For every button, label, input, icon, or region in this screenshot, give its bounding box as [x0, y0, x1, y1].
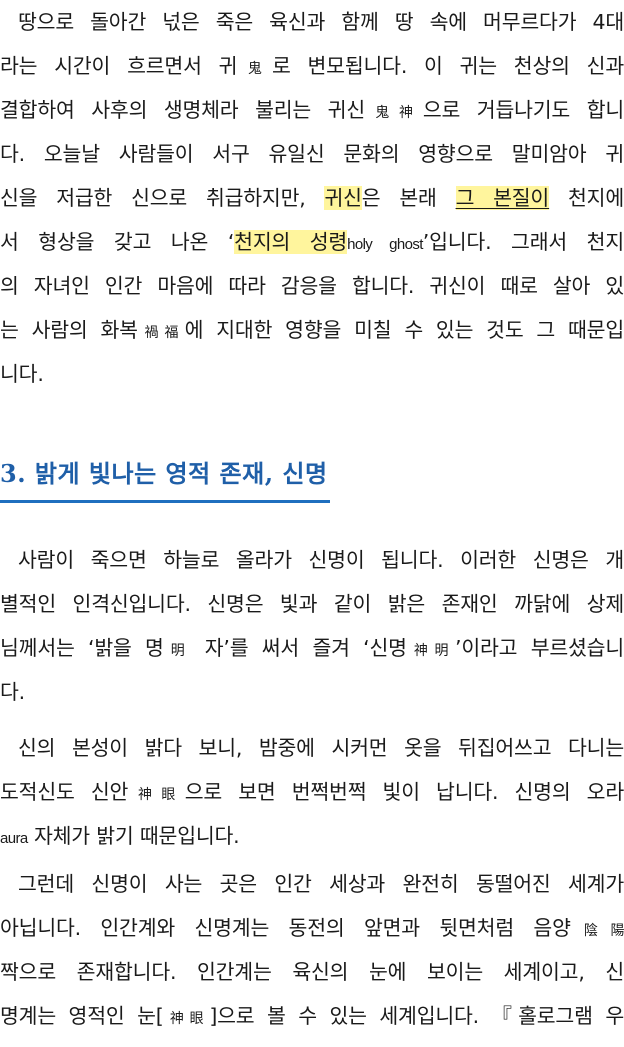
- text-line: 명계는 영적인 눈[神眼]으로 볼 수 있는 세계입니다. 『홀로그램 우: [0, 1004, 624, 1028]
- hanja-annotation: 神明: [406, 643, 456, 659]
- text-line: 님께서는 ‘밝을 명明 자’를 써서 즐겨 ‘신명神明’이라고 부르셨습니: [0, 636, 624, 660]
- text-line: 신의 본성이 밝다 보니, 밤중에 시커먼 옷을 뒤집어쓰고 다니는: [18, 736, 624, 760]
- highlighted-text: 천지의 성령: [234, 230, 348, 254]
- text-line: 별적인 인격신입니다. 신명은 빛과 같이 밝은 존재인 까닭에 상제: [0, 592, 624, 616]
- text-line: 아닙니다. 인간계와 신명계는 동전의 앞면과 뒷면처럼 음양陰陽: [0, 916, 624, 940]
- text-line: 라는 시간이 흐르면서 귀鬼로 변모됩니다. 이 귀는 천상의 신과: [0, 54, 624, 78]
- text-line: 신을 저급한 신으로 취급하지만, 귀신은 본래 그 본질이 천지에: [0, 186, 624, 210]
- hanja-annotation: 鬼神: [364, 105, 423, 121]
- text-line: 땅으로 돌아간 넋은 죽은 육신과 함께 땅 속에 머무르다가 4대: [18, 10, 624, 34]
- hanja-annotation: 鬼: [237, 61, 272, 77]
- hanja-annotation: 禍福: [137, 325, 185, 341]
- highlighted-underlined-text: 그 본질이: [455, 186, 550, 210]
- text-line: 의 자녀인 인간 마음에 따라 감응을 합니다. 귀신이 때로 살아 있: [0, 274, 624, 298]
- text-line: 다. 오늘날 사람들이 서구 유일신 문화의 영향으로 말미암아 귀: [0, 142, 624, 166]
- hanja-annotation: 神眼: [163, 1011, 210, 1027]
- text-line: 는 사람의 화복禍福에 지대한 영향을 미칠 수 있는 것도 그 때문입: [0, 318, 624, 342]
- text-line: 서 형상을 갖고 나온 ‘천지의 성령holy ghost’입니다. 그래서 천…: [0, 230, 624, 254]
- text-line: aura 자체가 밝기 때문입니다.: [0, 824, 240, 848]
- text-line: 도적신도 신안神眼으로 보면 번쩍번쩍 빛이 납니다. 신명의 오라: [0, 780, 624, 804]
- text-line: 니다.: [0, 362, 44, 386]
- hanja-annotation: 神眼: [128, 787, 185, 803]
- english-annotation: holy ghost: [347, 236, 423, 253]
- hanja-annotation: 陰陽: [570, 923, 624, 939]
- hanja-annotation: 明: [163, 643, 192, 659]
- section-heading: 3. 밝게 빛나는 영적 존재, 신명: [0, 452, 330, 503]
- english-annotation: aura: [0, 830, 28, 847]
- text-line: 그런데 신명이 사는 곳은 인간 세상과 완전히 동떨어진 세계가: [18, 872, 624, 896]
- text-line: 짝으로 존재합니다. 인간계는 육신의 눈에 보이는 세계이고, 신: [0, 960, 624, 984]
- text-line: 다.: [0, 680, 25, 704]
- text-line: 사람이 죽으면 하늘로 올라가 신명이 됩니다. 이러한 신명은 개: [18, 548, 624, 572]
- highlighted-text: 귀신: [324, 186, 362, 210]
- text-line: 결합하여 사후의 생명체라 불리는 귀신鬼神으로 거듭나기도 합니: [0, 98, 624, 122]
